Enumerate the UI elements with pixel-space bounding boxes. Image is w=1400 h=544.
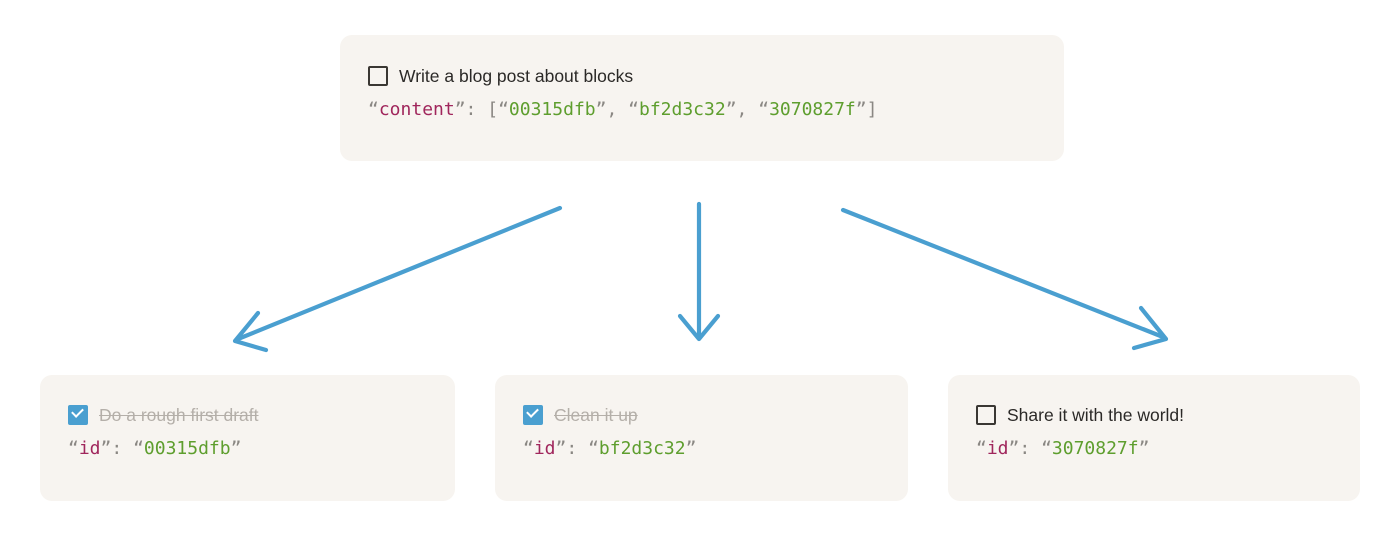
parent-task-row: Write a blog post about blocks	[368, 64, 1046, 88]
json-colon: :	[111, 438, 134, 459]
json-value-id: 3070827f	[1051, 438, 1139, 459]
arrow-to-second-child	[677, 201, 721, 342]
arrow-to-third-child	[840, 207, 1169, 351]
json-key-quote-open: “	[368, 99, 379, 120]
child-card-content-2: Clean it up “id”: “bf2d3c32”	[523, 403, 890, 462]
json-key-quote-open: “	[68, 438, 79, 459]
child-task-row-1: Do a rough first draft	[68, 403, 437, 427]
child-task-row-3: Share it with the world!	[976, 403, 1342, 427]
json-value-quote-open: “	[588, 438, 599, 459]
json-value-id: 00315dfb	[143, 438, 231, 459]
json-bracket-open: [	[487, 99, 499, 120]
child-task-card-2[interactable]: Clean it up “id”: “bf2d3c32”	[495, 375, 908, 501]
parent-task-title: Write a blog post about blocks	[399, 66, 634, 86]
child-json-line-3: “id”: “3070827f”	[976, 436, 1342, 462]
parent-card-content: Write a blog post about blocks “content”…	[368, 64, 1046, 123]
json-colon: :	[566, 438, 589, 459]
json-value-quote-close: ”	[685, 438, 697, 459]
checkbox-checked-icon[interactable]	[68, 405, 88, 425]
check-mark-icon	[71, 405, 84, 418]
json-value-1: bf2d3c32	[639, 99, 726, 120]
child-json-line-1: “id”: “00315dfb”	[68, 436, 437, 462]
json-key-quote-close: ”	[454, 99, 466, 120]
json-value-quote-close: ”	[230, 438, 242, 459]
json-value-quote-close-2: ”	[855, 99, 867, 120]
json-separator-1: ,	[736, 99, 759, 120]
json-value-quote-open-2: “	[758, 99, 770, 120]
json-value-quote-open: “	[133, 438, 144, 459]
checkbox-empty-icon[interactable]	[976, 405, 996, 425]
json-key-id: id	[78, 438, 101, 459]
json-value-quote-open: “	[1041, 438, 1052, 459]
json-value-quote-open-0: “	[498, 99, 509, 120]
child-task-title-2: Clean it up	[554, 405, 638, 425]
json-colon: :	[465, 99, 488, 120]
child-task-title-3: Share it with the world!	[1007, 405, 1185, 425]
checkbox-checked-icon[interactable]	[523, 405, 543, 425]
child-card-content-3: Share it with the world! “id”: “3070827f…	[976, 403, 1342, 462]
parent-task-card[interactable]: Write a blog post about blocks “content”…	[340, 35, 1064, 161]
arrow-to-first-child	[232, 205, 563, 353]
check-mark-icon	[526, 405, 539, 418]
child-task-card-3[interactable]: Share it with the world! “id”: “3070827f…	[948, 375, 1360, 501]
json-key-quote-open: “	[976, 438, 987, 459]
json-value-0: 00315dfb	[508, 99, 596, 120]
json-key-id: id	[533, 438, 556, 459]
json-value-quote-close-1: ”	[725, 99, 737, 120]
json-key-content: content	[378, 99, 455, 120]
json-key-id: id	[986, 438, 1009, 459]
child-task-card-1[interactable]: Do a rough first draft “id”: “00315dfb”	[40, 375, 455, 501]
parent-json-line: “content”: [“00315dfb”, “bf2d3c32”, “307…	[368, 97, 1046, 123]
json-key-quote-open: “	[523, 438, 534, 459]
json-value-quote-close: ”	[1138, 438, 1150, 459]
json-key-quote-close: ”	[1008, 438, 1020, 459]
json-value-quote-open-1: “	[628, 99, 639, 120]
child-json-line-2: “id”: “bf2d3c32”	[523, 436, 890, 462]
json-colon: :	[1019, 438, 1042, 459]
child-task-title-1: Do a rough first draft	[99, 405, 259, 425]
json-separator-0: ,	[606, 99, 629, 120]
child-task-row-2: Clean it up	[523, 403, 890, 427]
checkbox-empty-icon[interactable]	[368, 66, 388, 86]
child-card-content-1: Do a rough first draft “id”: “00315dfb”	[68, 403, 437, 462]
json-value-quote-close-0: ”	[595, 99, 607, 120]
json-value-2: 3070827f	[769, 99, 856, 120]
json-bracket-close: ]	[866, 99, 878, 120]
json-key-quote-close: ”	[100, 438, 112, 459]
json-key-quote-close: ”	[555, 438, 567, 459]
json-value-id: bf2d3c32	[598, 438, 686, 459]
